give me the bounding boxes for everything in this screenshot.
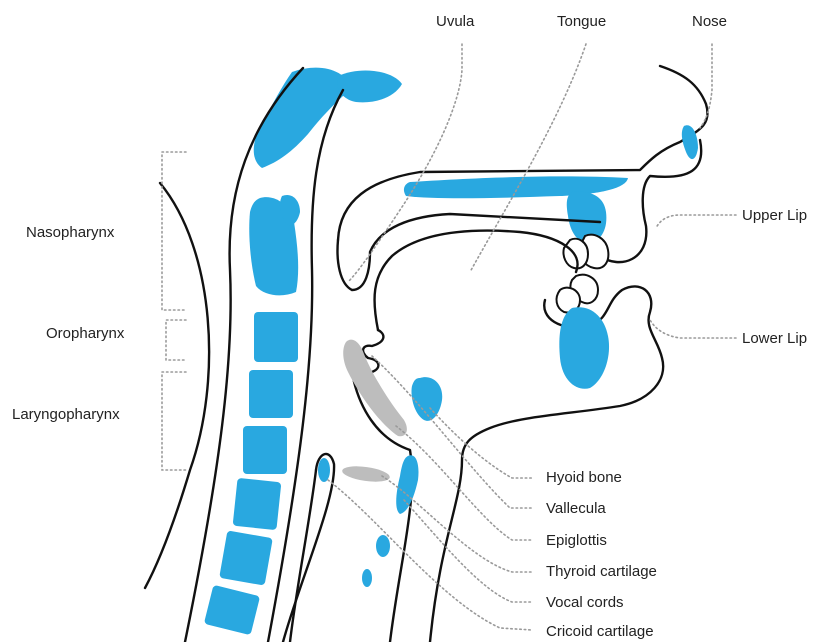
vertebra-t1 (204, 585, 260, 635)
epiglottis-shape (343, 340, 407, 437)
upper-tooth (563, 239, 588, 269)
cricoid-cartilage-shape (376, 535, 390, 557)
vertebra-c6 (233, 478, 282, 530)
label-hyoid-bone: Hyoid bone (546, 469, 622, 486)
vertebra-c7 (219, 530, 273, 585)
leader-cricoid-cartilage (328, 480, 532, 630)
atlas-arch (337, 70, 402, 102)
nose-tip-outline (600, 140, 701, 262)
bracket-oropharynx (166, 320, 186, 360)
label-uvula: Uvula (436, 13, 475, 30)
label-nasopharynx: Nasopharynx (26, 224, 115, 241)
leader-hyoid-bone (430, 408, 532, 478)
label-upper-lip: Upper Lip (742, 207, 807, 224)
leader-upper-lip (656, 215, 736, 228)
thyroid-cartilage-shape (341, 464, 390, 485)
bracket-nasopharynx (162, 152, 186, 310)
vocal-cords-shape (396, 455, 418, 514)
label-laryngopharynx: Laryngopharynx (12, 406, 120, 423)
label-lower-lip: Lower Lip (742, 330, 807, 347)
label-cricoid-cartilage: Cricoid cartilage (546, 623, 654, 640)
label-epiglottis: Epiglottis (546, 532, 607, 549)
nasal-cartilage (682, 125, 698, 159)
label-tongue: Tongue (557, 13, 606, 30)
label-thyroid-cartilage: Thyroid cartilage (546, 563, 657, 580)
esophagus-front-outline (283, 454, 334, 642)
label-nose: Nose (692, 13, 727, 30)
trachea-ring (362, 569, 372, 587)
esophagus-fill (318, 458, 330, 482)
leader-lower-lip (650, 320, 736, 338)
vertebra-c3 (254, 312, 298, 362)
leader-vocal-cords (404, 500, 532, 602)
label-oropharynx: Oropharynx (46, 325, 125, 342)
back-of-neck-outline (145, 183, 209, 588)
labels: Uvula Tongue Nose Upper Lip Lower Lip Na… (12, 13, 807, 640)
vertebra-c4 (249, 370, 293, 418)
lower-lip-outline (430, 286, 663, 642)
teeth (557, 235, 609, 313)
spine-anterior-outline (268, 90, 343, 642)
vertebra-c5 (243, 426, 287, 474)
bracket-laryngopharynx (162, 372, 186, 470)
leader-tongue (470, 44, 586, 272)
hyoid-bone-shape (412, 377, 443, 421)
leader-nose (700, 44, 712, 128)
label-vallecula: Vallecula (546, 500, 606, 517)
label-vocal-cords: Vocal cords (546, 594, 624, 611)
